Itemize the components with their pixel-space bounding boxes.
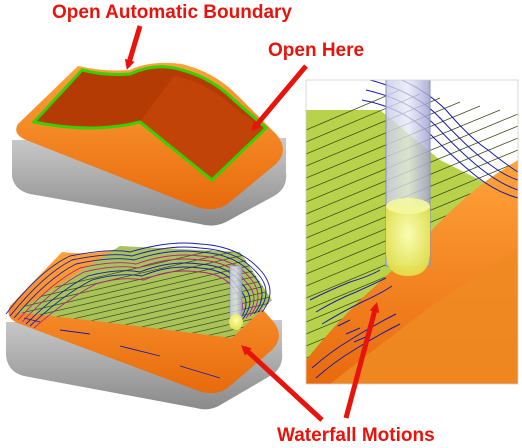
- arrow-to-waterfall-right: [343, 302, 380, 419]
- cutter-ball-large: [386, 206, 430, 276]
- open-automatic-boundary-label: Open Automatic Boundary: [52, 2, 292, 23]
- arrow-to-waterfall-left: [241, 345, 324, 422]
- arrow-to-boundary: [124, 25, 143, 70]
- part-model-bottom: [5, 242, 283, 410]
- callout-arrows: [124, 25, 380, 422]
- waterfall-motions-label: Waterfall Motions: [277, 425, 435, 446]
- closeup-frame: [305, 79, 519, 385]
- part-model-top: [12, 62, 287, 226]
- cutter-ball-small: [229, 314, 243, 330]
- open-here-label: Open Here: [268, 40, 365, 61]
- automatic-boundary-outline: [31, 65, 269, 182]
- closeup-view: [306, 80, 518, 384]
- cutter-tool-small: [229, 265, 243, 319]
- arrow-to-open-here: [251, 64, 308, 132]
